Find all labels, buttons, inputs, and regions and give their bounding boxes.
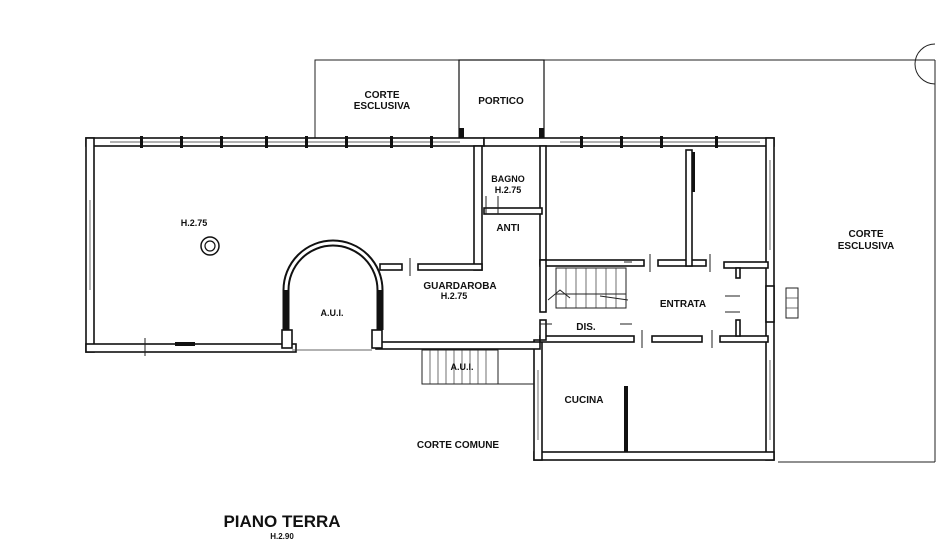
- label-corte-esclusiva-right-1: CORTE: [849, 229, 884, 240]
- label-aui-stair: A.U.I.: [450, 362, 473, 372]
- label-entrata: ENTRATA: [660, 299, 706, 310]
- external-stair: [421, 349, 534, 385]
- label-corte-comune: CORTE COMUNE: [417, 440, 500, 451]
- label-bagno: BAGNO: [491, 174, 525, 184]
- label-bagno-height: H.2.75: [495, 185, 522, 195]
- arch-aui: [281, 239, 384, 351]
- door-jambs: [144, 152, 740, 452]
- column-symbol: [200, 236, 220, 256]
- label-guardaroba-height: H.2.75: [441, 291, 468, 301]
- label-portico: PORTICO: [478, 96, 524, 107]
- plan-title: PIANO TERRA: [223, 512, 340, 531]
- label-dis: DIS.: [576, 322, 596, 333]
- label-aui-main: A.U.I.: [320, 308, 343, 318]
- plan-height: H.2.90: [270, 532, 294, 541]
- label-corte-esclusiva-top-2: ESCLUSIVA: [354, 101, 411, 112]
- label-left-room-height: H.2.75: [181, 218, 208, 228]
- internal-stair: [547, 267, 629, 309]
- label-guardaroba: GUARDAROBA: [423, 281, 496, 292]
- windows: [89, 136, 799, 440]
- label-anti: ANTI: [496, 223, 520, 234]
- label-corte-esclusiva-top-1: CORTE: [365, 90, 400, 101]
- courtyard-boundaries: [314, 43, 936, 463]
- label-cucina: CUCINA: [565, 395, 604, 406]
- label-corte-esclusiva-right-2: ESCLUSIVA: [838, 241, 895, 252]
